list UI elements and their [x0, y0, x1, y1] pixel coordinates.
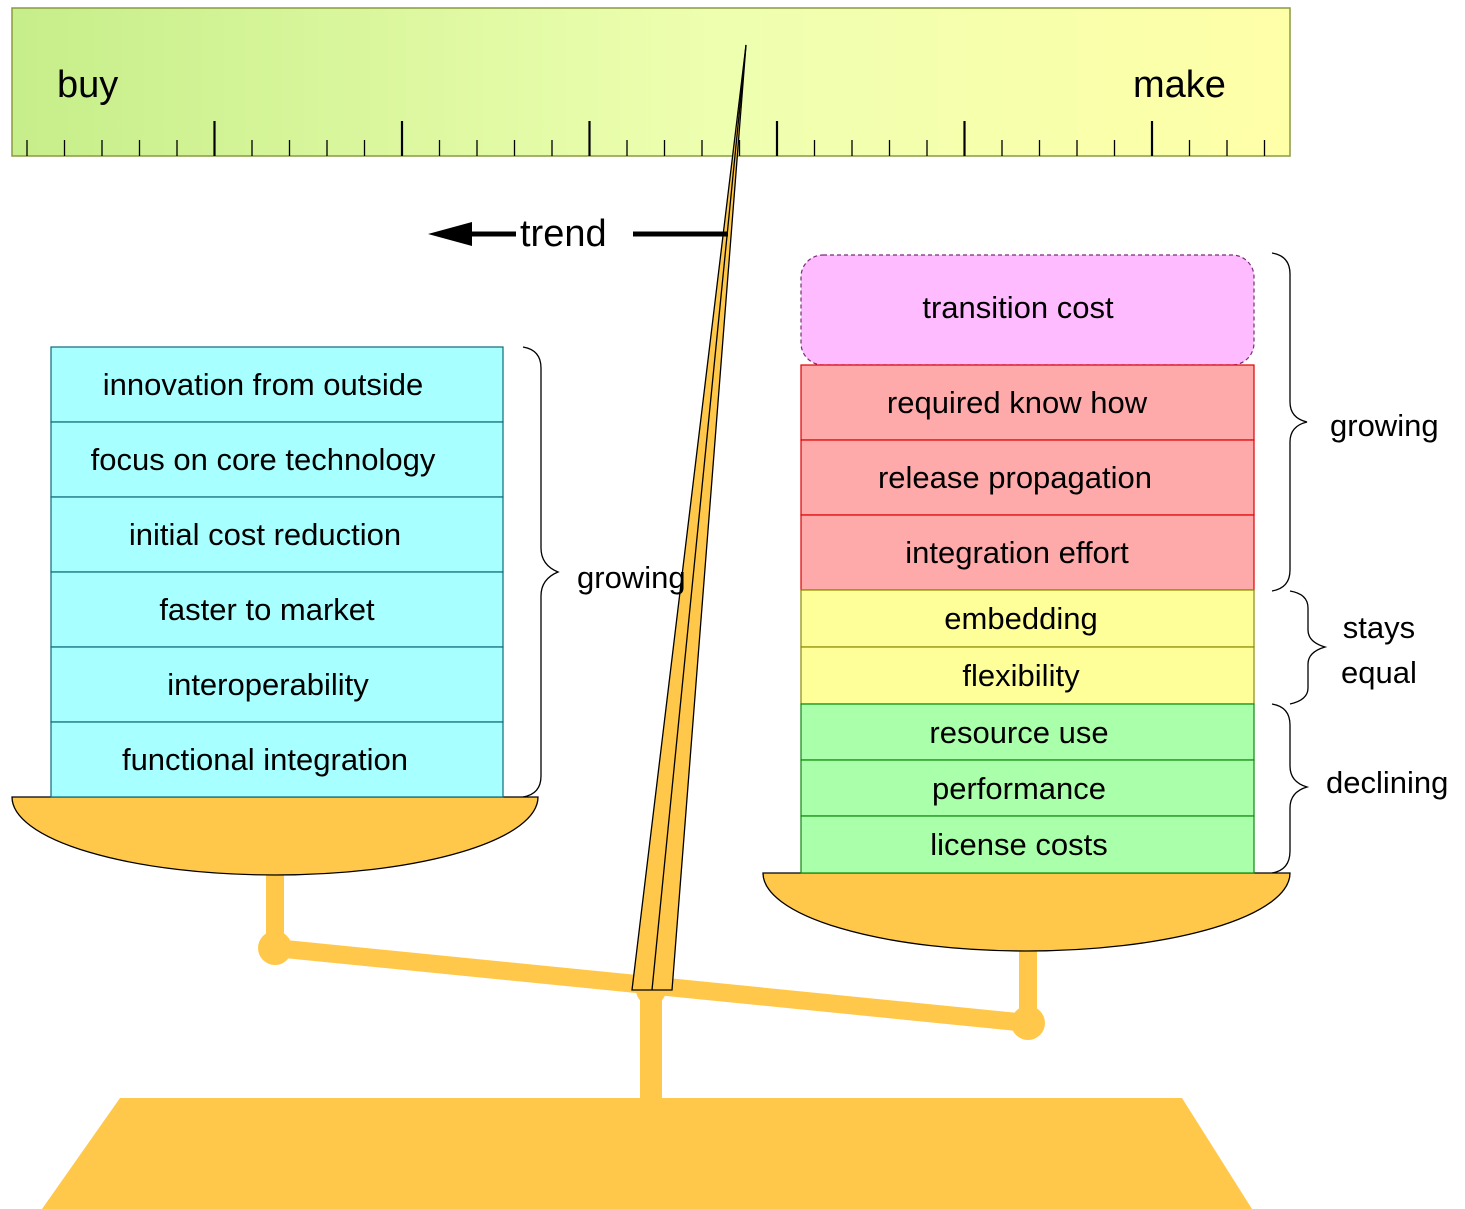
right-brace-equal: [1289, 590, 1328, 705]
left-item-label: innovation from outside: [102, 367, 424, 402]
left-item-label: faster to market: [159, 592, 375, 627]
right-item-label: required know how: [886, 385, 1148, 420]
right-item-label: embedding: [944, 601, 1098, 636]
right-item-label: performance: [931, 770, 1107, 806]
red-stack-boxes: [800, 364, 1255, 591]
green-box-2: [800, 759, 1255, 817]
scale-label-make: make: [1133, 64, 1226, 106]
left-bracket-label: growing: [577, 560, 686, 595]
right-item-label: resource use: [929, 714, 1109, 750]
right-brace-growing: [1271, 252, 1308, 592]
left-box-3: [50, 496, 504, 573]
balance-needle: [631, 44, 747, 991]
trend-label: trend: [520, 213, 607, 255]
left-box-6: [50, 721, 504, 798]
red-box-1: [800, 364, 1255, 441]
transition-cost-label: transition cost: [922, 290, 1114, 325]
red-box-2: [800, 439, 1255, 516]
right-item-label: integration effort: [905, 535, 1129, 570]
right-item-label: release propagation: [877, 460, 1153, 495]
right-pan: [762, 872, 1291, 952]
left-item-label: interoperability: [167, 667, 369, 702]
right-hanger: [1019, 935, 1037, 1025]
left-box-5: [50, 646, 504, 723]
left-item-label: functional integration: [121, 742, 409, 777]
yellow-stack-boxes: [800, 589, 1255, 705]
right-brace-declining: [1271, 703, 1310, 874]
right-item-label: license costs: [930, 827, 1108, 862]
left-box-2: [50, 421, 504, 498]
green-stack-boxes: [800, 703, 1255, 874]
right-bracket-label-equal: stays equal: [1341, 610, 1417, 690]
scale-bar: [11, 7, 1291, 157]
right-bracket-label-declining: declining: [1326, 765, 1449, 800]
left-hanger: [266, 860, 284, 950]
left-box-1: [50, 346, 504, 423]
left-item-label: initial cost reduction: [128, 517, 402, 552]
green-box-3: [800, 815, 1255, 874]
yellow-box-1: [800, 589, 1255, 648]
left-brace: [522, 346, 560, 798]
balance-post: [640, 990, 662, 1100]
trend-arrow-head: [428, 222, 472, 246]
left-box-4: [50, 571, 504, 648]
needle-centerline: [651, 44, 747, 991]
right-item-label: flexibility: [962, 658, 1080, 693]
transition-box: [800, 254, 1255, 366]
scale-label-buy: buy: [57, 64, 119, 106]
left-item-label: focus on core technology: [90, 442, 436, 477]
left-pan: [11, 796, 539, 876]
balance-base: [42, 1098, 1252, 1209]
right-bracket-label-growing: growing: [1330, 408, 1439, 443]
scale-ticks: [26, 121, 1266, 156]
red-box-3: [800, 514, 1255, 591]
left-stack-boxes: [50, 346, 504, 798]
